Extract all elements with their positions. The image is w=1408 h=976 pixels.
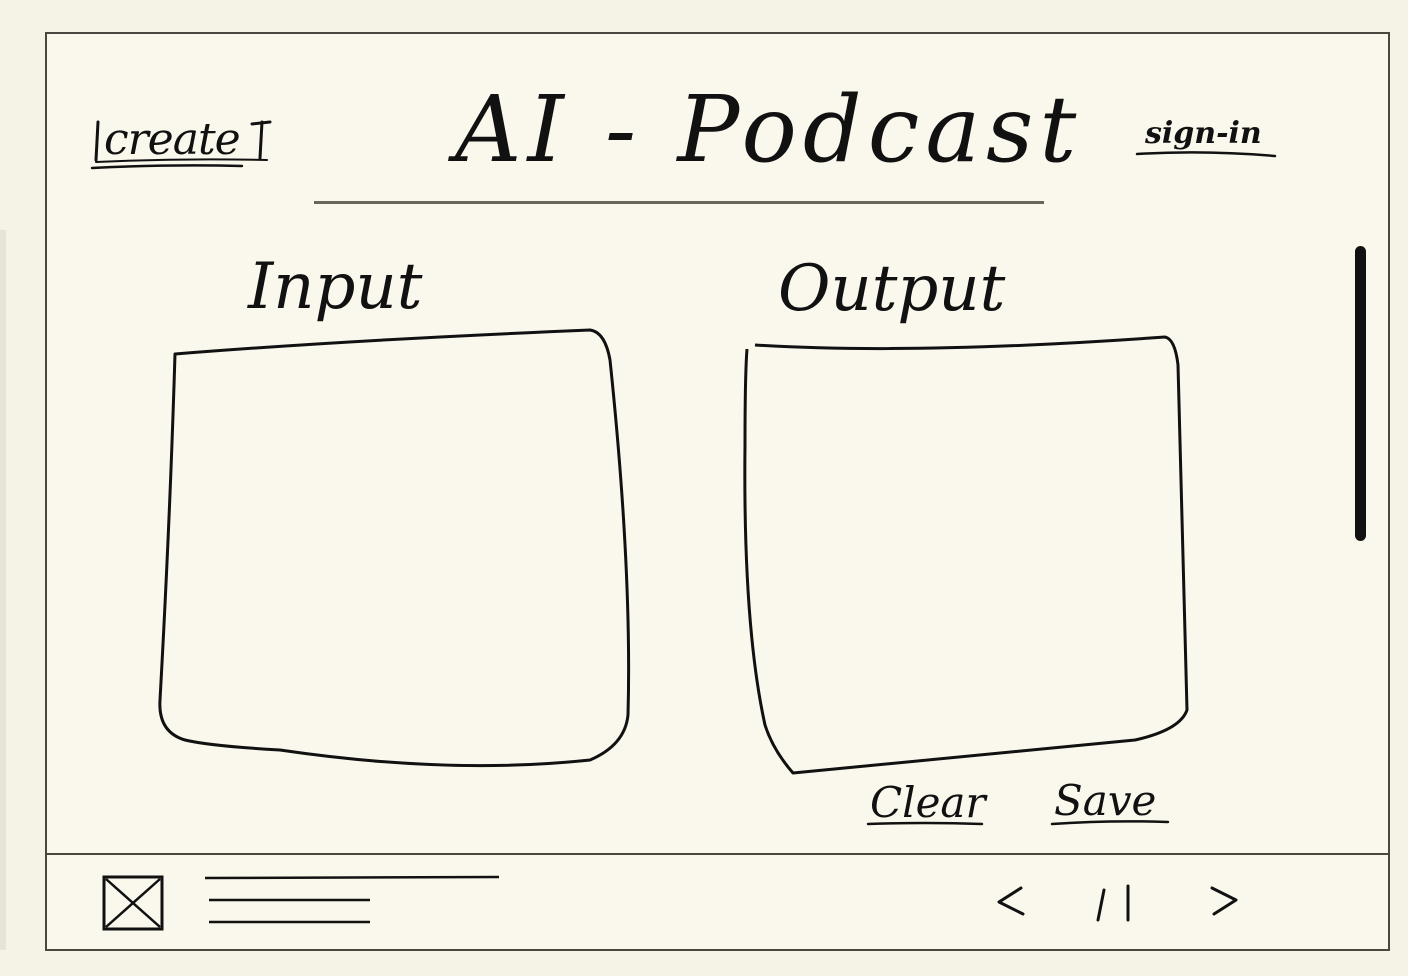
create-button-label: create xyxy=(104,114,241,165)
create-button-outline xyxy=(90,120,272,170)
save-button[interactable]: Save xyxy=(1050,770,1170,830)
previous-chevron xyxy=(997,886,1025,916)
pause-bars xyxy=(1096,884,1130,922)
next-chevron xyxy=(1210,886,1238,916)
clear-label: Clear xyxy=(870,778,986,827)
save-label: Save xyxy=(1054,776,1157,825)
input-panel-outline xyxy=(158,328,631,768)
browser-frame xyxy=(45,32,1390,951)
input-heading: Input xyxy=(248,250,423,324)
output-heading: Output xyxy=(778,252,1006,326)
sign-in-label: sign-in xyxy=(1145,116,1262,151)
input-textarea[interactable] xyxy=(150,320,640,780)
page-title: AI - Podcast xyxy=(455,76,1083,183)
clear-button[interactable]: Clear xyxy=(866,772,986,832)
text-placeholder-lines xyxy=(204,875,500,924)
previous-icon[interactable] xyxy=(995,880,1029,920)
sign-in-underline xyxy=(1135,151,1277,158)
pause-icon[interactable] xyxy=(1090,880,1140,922)
image-placeholder-icon xyxy=(102,873,164,931)
page-edge xyxy=(0,230,6,950)
image-placeholder-graphic xyxy=(102,875,164,931)
title-underline xyxy=(314,201,1044,204)
clear-underline xyxy=(866,821,984,826)
output-textarea[interactable] xyxy=(735,325,1195,785)
sign-in-link[interactable]: sign-in xyxy=(1135,112,1280,160)
output-panel-outline xyxy=(743,335,1189,775)
footer-divider xyxy=(45,853,1390,855)
scrollbar[interactable] xyxy=(1355,246,1366,541)
create-button[interactable]: create xyxy=(90,110,272,170)
track-info-lines xyxy=(204,874,501,926)
save-underline xyxy=(1050,820,1170,826)
next-icon[interactable] xyxy=(1208,880,1242,920)
